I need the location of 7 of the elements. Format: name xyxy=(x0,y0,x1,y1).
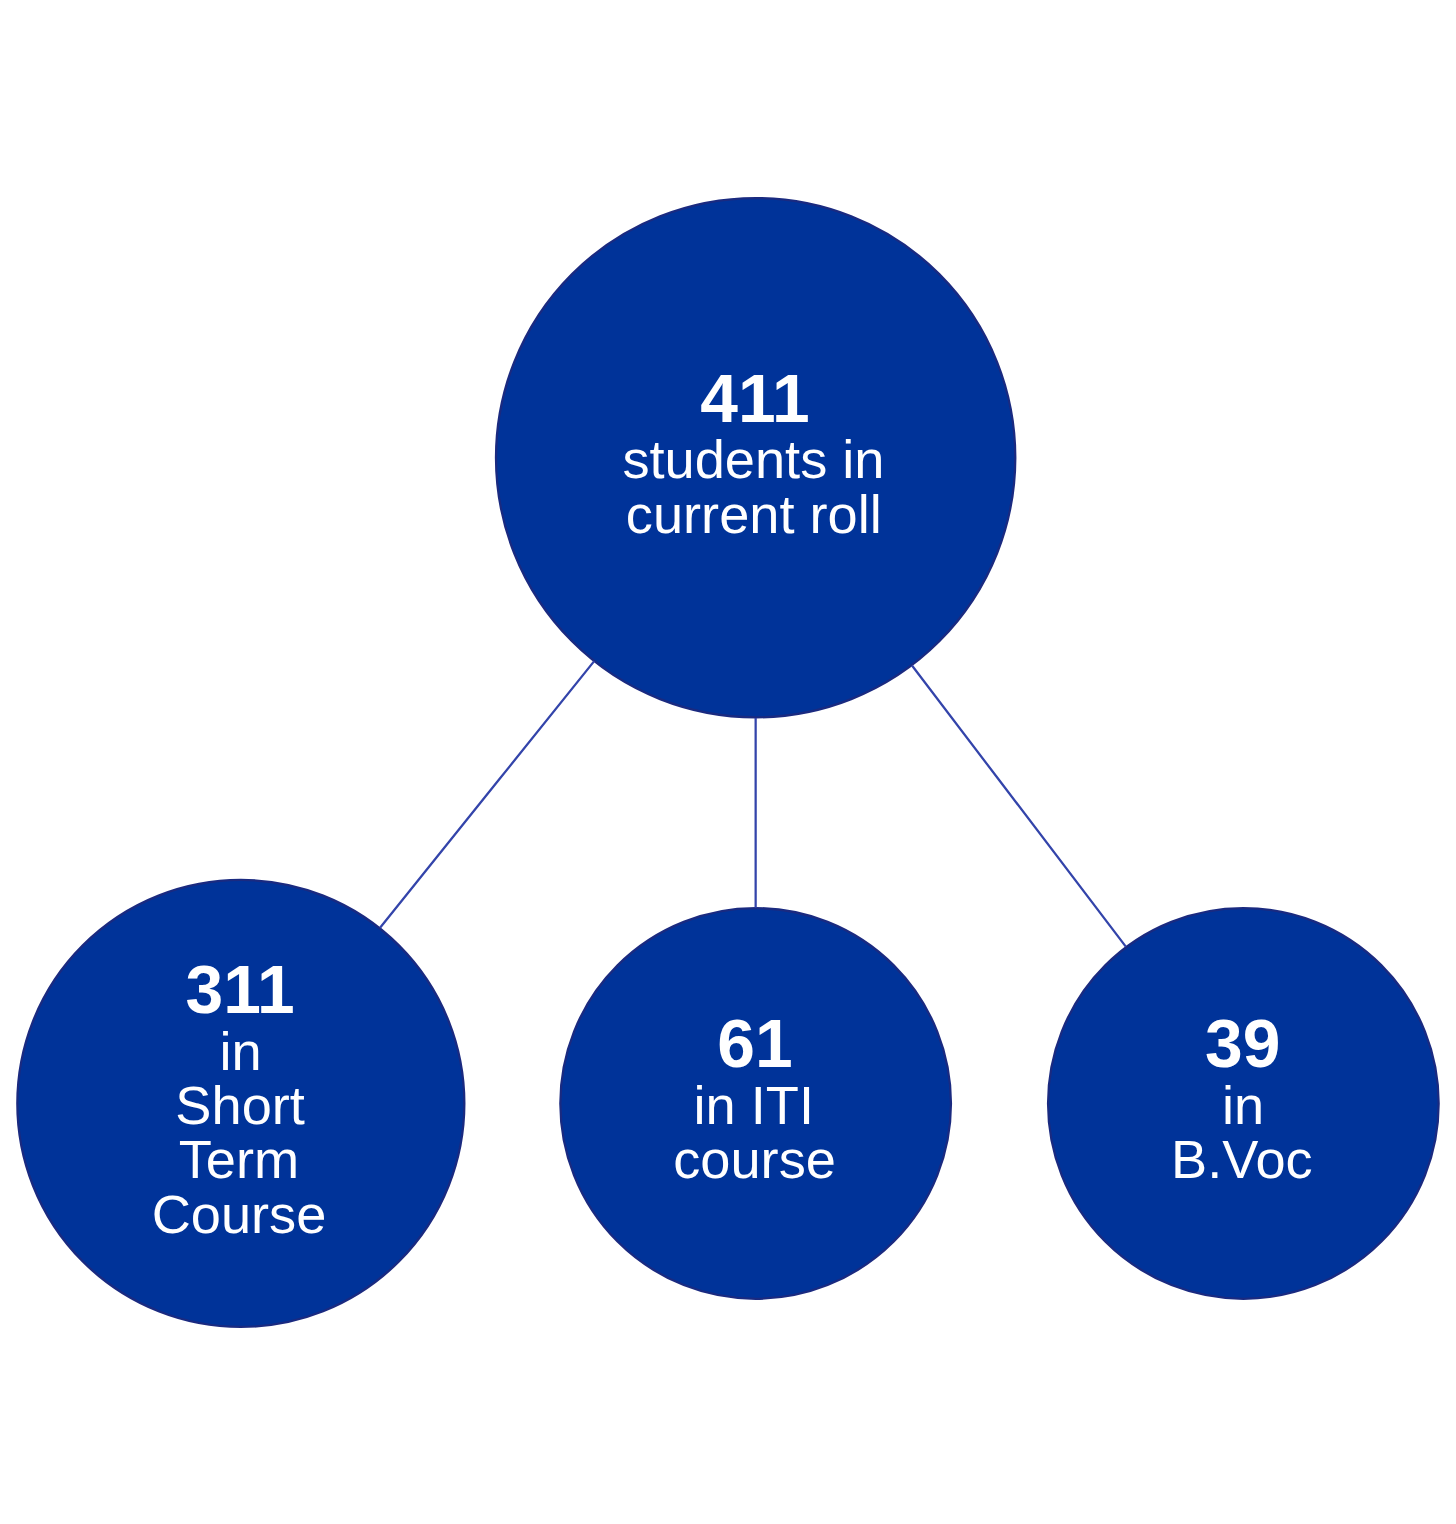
connector xyxy=(754,717,757,908)
node-circle: 61 in ITI course xyxy=(559,906,953,1300)
connector xyxy=(379,659,596,928)
connector xyxy=(911,664,1127,947)
node-circle: 411 students in current roll xyxy=(494,196,1017,718)
node-circle: 311 in Short Term Course xyxy=(16,878,466,1328)
node-circle: 39 in B.Voc xyxy=(1046,906,1440,1300)
